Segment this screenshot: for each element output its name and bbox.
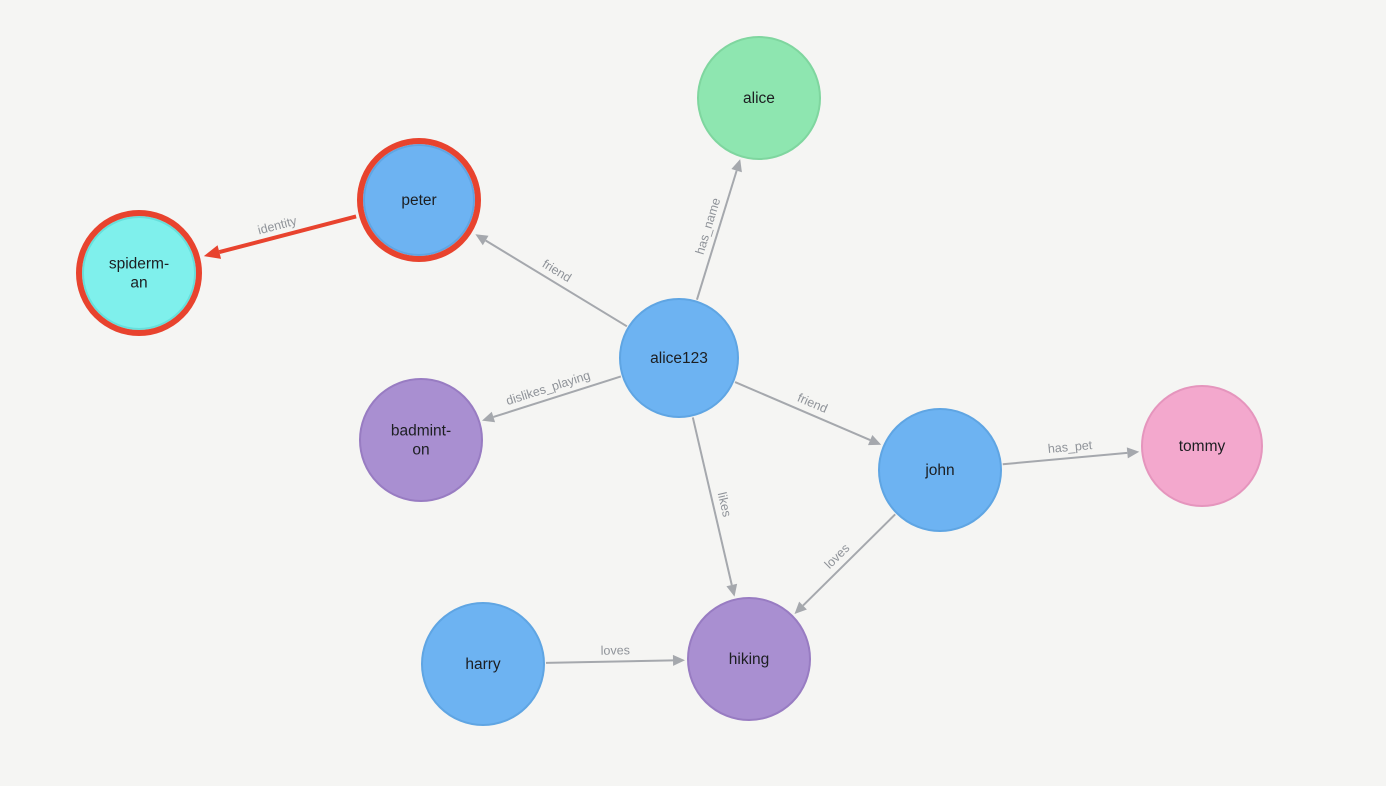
node-label: john <box>924 462 954 479</box>
node-label: harry <box>465 656 501 673</box>
node-highlight-ring <box>76 210 202 336</box>
edge-label[interactable]: friend <box>795 391 829 416</box>
node-label: tommy <box>1179 438 1226 455</box>
edge-line[interactable] <box>485 239 628 328</box>
node-label: alice <box>743 90 775 107</box>
edge-arrowhead-icon <box>672 654 686 666</box>
edge-line[interactable] <box>493 375 622 418</box>
edge-arrowhead-icon <box>867 434 882 446</box>
edge-alice123-badminton[interactable]: dislikes_playing <box>481 368 622 423</box>
edge-alice123-alice[interactable]: has_name <box>693 159 742 300</box>
edge-arrowhead-icon <box>794 601 807 614</box>
edge-line[interactable] <box>691 417 733 586</box>
edge-alice123-peter[interactable]: friend <box>475 234 628 328</box>
node-hiking[interactable]: hiking <box>687 597 811 721</box>
node-circle[interactable] <box>697 36 821 160</box>
edge-line[interactable] <box>802 513 896 607</box>
edge-label[interactable]: has_pet <box>1047 438 1093 456</box>
node-highlight-ring <box>357 138 481 262</box>
edge-harry-hiking[interactable]: loves <box>545 643 686 666</box>
node-label: badmint-on <box>391 423 451 459</box>
node-label: spiderm-an <box>109 256 169 292</box>
edge-peter-spiderman[interactable]: identity <box>203 214 357 259</box>
node-alice[interactable]: alice <box>697 36 821 160</box>
node-alice123[interactable]: alice123 <box>619 298 739 418</box>
node-circle[interactable] <box>421 602 545 726</box>
edge-arrowhead-icon <box>475 234 489 246</box>
node-john[interactable]: john <box>878 408 1002 532</box>
edge-line[interactable] <box>734 381 871 441</box>
edge-alice123-john[interactable]: friend <box>734 381 882 446</box>
node-harry[interactable]: harry <box>421 602 545 726</box>
node-circle[interactable] <box>82 216 196 330</box>
node-label: hiking <box>729 651 770 668</box>
node-circle[interactable] <box>363 144 475 256</box>
edge-arrowhead-icon <box>731 159 742 173</box>
node-badminton[interactable]: badmint-on <box>359 378 483 502</box>
node-circle[interactable] <box>878 408 1002 532</box>
node-circle[interactable] <box>619 298 739 418</box>
node-label: peter <box>401 192 436 209</box>
edge-label[interactable]: friend <box>540 257 574 285</box>
edge-label[interactable]: dislikes_playing <box>504 368 592 408</box>
edge-label[interactable]: loves <box>601 643 630 658</box>
edge-line[interactable] <box>218 214 357 254</box>
edge-john-hiking[interactable]: loves <box>794 513 896 614</box>
edge-label[interactable]: likes <box>715 491 734 519</box>
nodes-layer: alice peter spiderm-an alice123 badmint-on jo… <box>76 36 1263 726</box>
edge-line[interactable] <box>695 170 738 300</box>
node-label: alice123 <box>650 350 708 367</box>
edge-arrowhead-icon <box>726 583 738 597</box>
edge-label[interactable]: loves <box>822 541 853 571</box>
edge-john-tommy[interactable]: has_pet <box>1002 438 1140 466</box>
node-spiderman[interactable]: spiderm-an <box>76 210 202 336</box>
edge-arrowhead-icon <box>481 411 496 423</box>
edge-arrowhead-icon <box>1126 447 1140 459</box>
edge-alice123-hiking[interactable]: likes <box>691 417 738 597</box>
node-circle[interactable] <box>1141 385 1263 507</box>
node-circle[interactable] <box>359 378 483 502</box>
edge-line[interactable] <box>1002 451 1128 466</box>
edge-line[interactable] <box>545 659 674 664</box>
node-tommy[interactable]: tommy <box>1141 385 1263 507</box>
edge-arrowhead-icon <box>203 245 222 259</box>
node-peter[interactable]: peter <box>357 138 481 262</box>
node-circle[interactable] <box>687 597 811 721</box>
